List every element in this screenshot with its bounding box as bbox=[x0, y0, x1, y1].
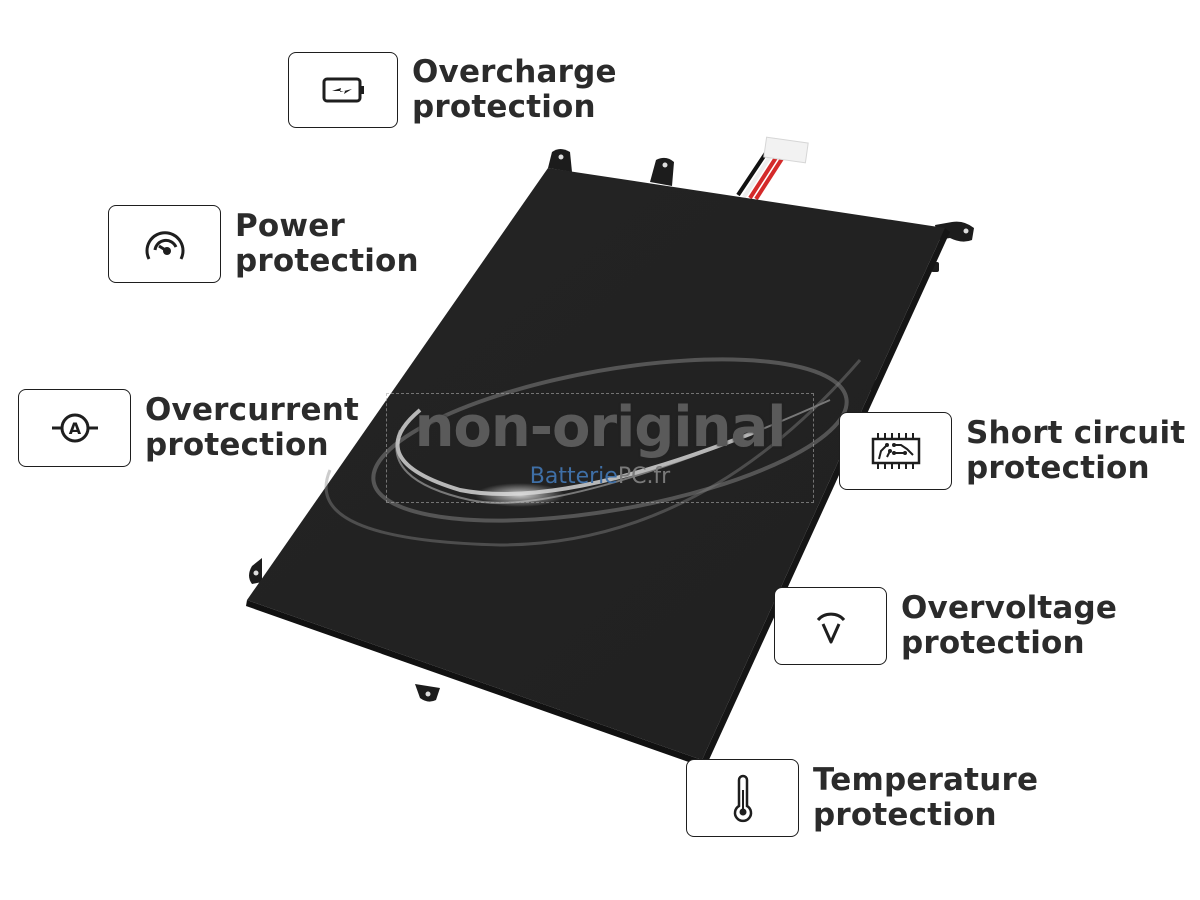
gauge-icon bbox=[145, 231, 184, 260]
feature-label: Short circuit protection bbox=[966, 415, 1186, 486]
feature-label: Overvoltage protection bbox=[901, 590, 1118, 661]
ammeter-icon: A bbox=[51, 413, 98, 443]
feature-label: Temperature protection bbox=[813, 762, 1039, 833]
feature-label: Overcurrent protection bbox=[145, 392, 360, 463]
feature-short-circuit: Short circuit protection bbox=[839, 412, 1185, 490]
feature-label: Overcharge protection bbox=[412, 54, 617, 125]
feature-overvoltage: Overvoltage protection bbox=[774, 587, 1117, 665]
icon-box-overvoltage bbox=[774, 587, 887, 665]
svg-text:A: A bbox=[68, 419, 81, 438]
icon-box-overcurrent: A bbox=[18, 389, 131, 467]
voltmeter-icon bbox=[816, 612, 845, 644]
thermometer-icon bbox=[733, 774, 752, 823]
feature-label: Power protection bbox=[235, 208, 419, 279]
feature-overcharge: Overcharge protection bbox=[288, 52, 617, 128]
icon-box-short-circuit bbox=[839, 412, 952, 490]
icon-box-overcharge bbox=[288, 52, 398, 128]
feature-temperature: Temperature protection bbox=[686, 759, 1038, 837]
icon-box-power bbox=[108, 205, 221, 283]
icon-box-temperature bbox=[686, 759, 799, 837]
watermark: non-original BatteriePC.fr bbox=[386, 393, 814, 503]
circuit-chip-icon bbox=[871, 433, 920, 469]
battery-body bbox=[247, 168, 945, 760]
watermark-brand: BatteriePC.fr bbox=[529, 464, 671, 489]
feature-power: Power protection bbox=[108, 205, 419, 283]
battery-bolt-icon bbox=[322, 77, 364, 103]
feature-overcurrent: A Overcurrent protection bbox=[18, 389, 359, 467]
battery-connector bbox=[736, 136, 809, 201]
watermark-text: non-original bbox=[414, 395, 787, 460]
